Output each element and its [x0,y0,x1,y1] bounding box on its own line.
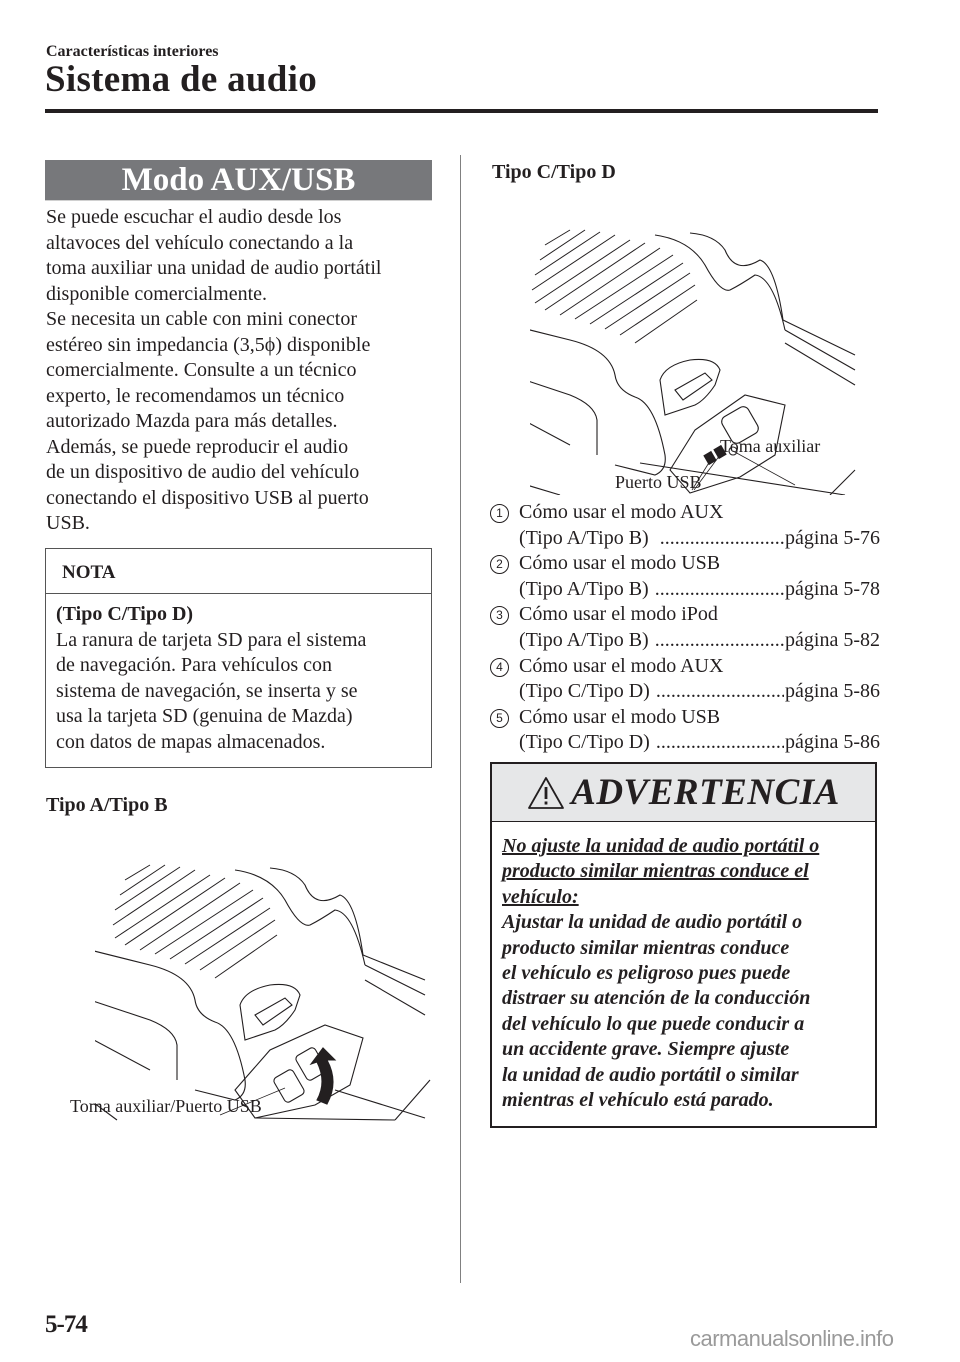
figure-ab-caption: Toma auxiliar/Puerto USB [70,1096,262,1116]
page-title: Sistema de audio [45,59,318,100]
reference-item[interactable]: 4 Cómo usar el modo AUX (Tipo C/Tipo D) … [490,654,880,705]
warning-box: ADVERTENCIA No ajuste la unidad de audio… [490,762,877,1128]
warning-triangle-icon [527,776,565,810]
reference-type: (Tipo C/Tipo D) [519,731,650,754]
reference-page[interactable]: página 5-86 [785,680,880,703]
intro-line: Se puede escuchar el audio desde los [46,206,342,228]
note-label: NOTA [46,549,431,594]
reference-page[interactable]: página 5-82 [785,628,880,651]
watermark[interactable]: carmanualsonline.info [690,1326,894,1351]
reference-title: Cómo usar el modo iPod [519,603,718,626]
console-illustration-type-cd [530,215,870,495]
warning-line: un accidente grave. Siempre ajuste [502,1038,790,1061]
reference-type: (Tipo C/Tipo D) [519,680,650,703]
reference-list: 1 Cómo usar el modo AUX (Tipo A/Tipo B) … [490,500,880,756]
intro-line: estéreo sin impedancia (3,5ϕ) disponible [46,333,371,356]
section-label: Características interiores [46,43,219,60]
note-line: de navegación. Para vehículos con [56,654,333,676]
note-subtitle: (Tipo C/Tipo D) [56,603,194,625]
note-line: usa la tarjeta SD (genuina de Mazda) [56,705,353,727]
reference-type: (Tipo A/Tipo B) [519,577,649,600]
warning-line: la unidad de audio portátil o similar [502,1063,799,1086]
leader-dots [655,628,784,654]
circled-number-icon: 3 [490,606,509,626]
intro-text: Se puede escuchar el audio desde los alt… [46,205,441,537]
warning-heading: ADVERTENCIA [492,764,875,822]
note-body: (Tipo C/Tipo D) La ranura de tarjeta SD … [46,594,431,755]
intro-line: USB. [46,512,90,534]
warning-line: producto similar mientras conduce [502,936,790,959]
note-line: La ranura de tarjeta SD para el sistema [56,628,367,651]
leader-dots [655,577,784,603]
warning-body: No ajuste la unidad de audio portátil o … [492,822,875,1113]
reference-page[interactable]: página 5-76 [785,526,880,549]
intro-line: experto, le recomendamos un técnico [46,384,345,407]
type-cd-heading: Tipo C/Tipo D [492,161,616,183]
circled-number-icon: 2 [490,555,509,575]
warning-line: distraer su atención de la conducción [502,987,811,1010]
intro-line: altavoces del vehículo conectando a la [46,231,354,254]
warning-underlined-line: producto similar mientras conduce el [502,860,809,883]
reference-type: (Tipo A/Tipo B) [519,628,649,651]
intro-line: Además, se puede reproducir el audio [46,435,349,458]
note-box: NOTA (Tipo C/Tipo D) La ranura de tarjet… [45,548,432,768]
reference-page[interactable]: página 5-86 [785,731,880,754]
note-line: con datos de mapas almacenados. [56,730,326,753]
reference-item[interactable]: 1 Cómo usar el modo AUX (Tipo A/Tipo B) … [490,500,880,551]
warning-line: mientras el vehículo está parado. [502,1089,774,1112]
figure-cd-caption-usb: Puerto USB [615,472,702,492]
reference-title: Cómo usar el modo USB [519,705,721,728]
intro-line: comercialmente. Consulte a un técnico [46,359,357,381]
reference-page[interactable]: página 5-78 [785,577,880,600]
figure-cd-caption-aux: Toma auxiliar [720,436,821,456]
title-rule [45,109,878,113]
intro-line: disponible comercialmente. [46,282,268,305]
warning-line: del vehículo lo que puede conducir a [502,1012,805,1035]
warning-line: el vehículo es peligroso pues puede [502,962,791,985]
reference-item[interactable]: 5 Cómo usar el modo USB (Tipo C/Tipo D) … [490,705,880,756]
intro-line: toma auxiliar una unidad de audio portát… [46,257,382,279]
column-divider [460,155,461,1283]
console-illustration-type-ab [95,850,435,1125]
reference-item[interactable]: 3 Cómo usar el modo iPod (Tipo A/Tipo B)… [490,602,880,653]
intro-line: de un dispositivo de audio del vehículo [46,461,360,483]
reference-title: Cómo usar el modo AUX [519,501,724,523]
leader-dots [656,730,784,756]
reference-type: (Tipo A/Tipo B) [519,526,649,549]
intro-line: autorizado Mazda para más detalles. [46,410,338,432]
circled-number-icon: 4 [490,657,509,677]
warning-underlined-line: No ajuste la unidad de audio portátil o [502,835,820,857]
leader-dots [660,526,784,552]
intro-line: conectando el dispositivo USB al puerto [46,486,369,509]
page-number: 5-74 [45,1311,88,1338]
reference-title: Cómo usar el modo AUX [519,654,724,677]
intro-line: Se necesita un cable con mini conector [46,308,357,330]
mode-heading: Modo AUX/USB [45,160,432,201]
circled-number-icon: 1 [490,504,509,523]
circled-number-icon: 5 [490,708,509,728]
leader-dots [656,679,784,705]
type-ab-heading: Tipo A/Tipo B [46,794,168,816]
warning-underlined-line: vehículo: [502,885,579,908]
reference-title: Cómo usar el modo USB [519,552,721,575]
warning-line: Ajustar la unidad de audio portátil o [502,911,803,934]
warning-title: ADVERTENCIA [571,772,840,813]
reference-item[interactable]: 2 Cómo usar el modo USB (Tipo A/Tipo B) … [490,551,880,602]
note-line: sistema de navegación, se inserta y se [56,679,358,702]
